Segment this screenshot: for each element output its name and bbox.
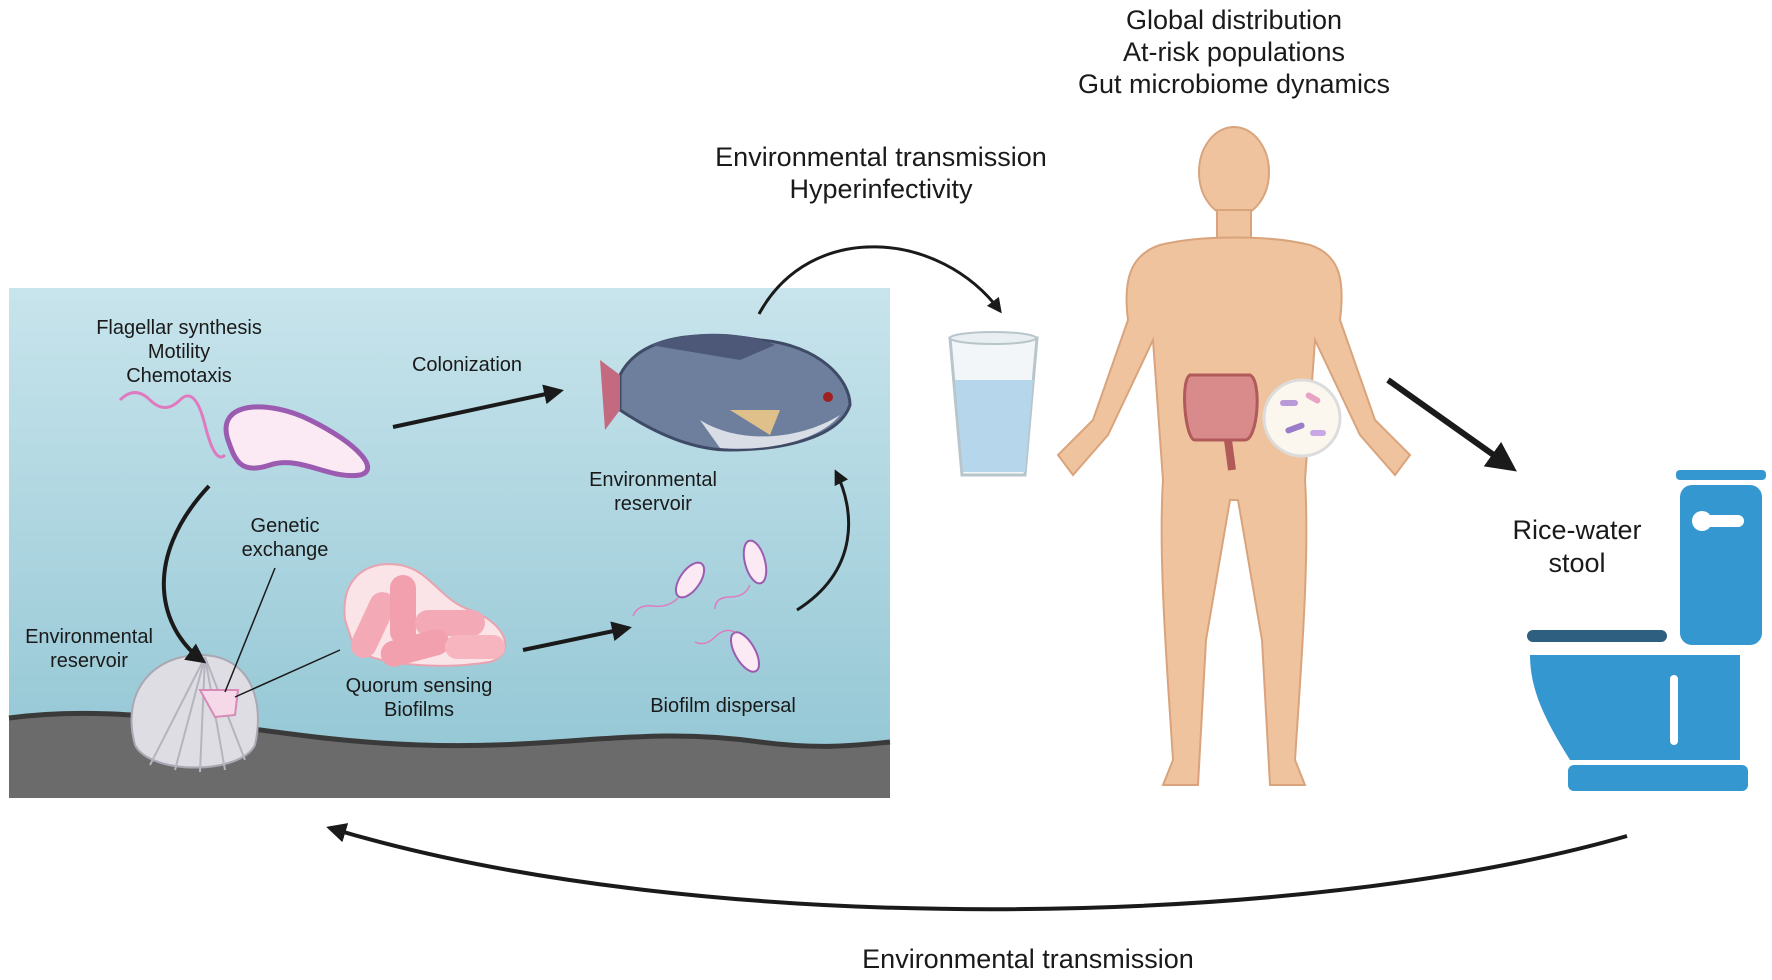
label-colonization: Colonization <box>412 354 522 376</box>
human-body-icon <box>1056 126 1412 786</box>
label-rice-water: Rice-water <box>1512 515 1641 545</box>
label-exchange: exchange <box>242 539 329 561</box>
biofilm-icon <box>343 563 507 667</box>
arrow-to-shell <box>162 484 211 664</box>
label-biofilms: Biofilms <box>384 699 454 721</box>
arrow-to-dispersal <box>522 621 632 652</box>
arrow-to-fish <box>796 469 851 612</box>
label-gut-microbiome: Gut microbiome dynamics <box>1078 69 1390 99</box>
label-shell-reservoir-2: reservoir <box>50 650 128 672</box>
label-env-transmission-top: Environmental transmission <box>715 142 1047 172</box>
fish-icon <box>600 333 852 452</box>
arrow-colonization <box>392 384 564 429</box>
microbiome-magnifier-icon <box>1262 378 1342 458</box>
label-shell-reservoir-1: Environmental <box>25 626 153 648</box>
label-at-risk: At-risk populations <box>1123 37 1345 67</box>
label-env-transmission-bottom: Environmental transmission <box>862 944 1194 974</box>
label-genetic: Genetic <box>251 515 320 537</box>
label-fish-reservoir-1: Environmental <box>589 469 717 491</box>
label-dispersal: Biofilm dispersal <box>650 695 796 717</box>
label-fish-reservoir-2: reservoir <box>614 493 692 515</box>
label-global-distribution: Global distribution <box>1126 5 1342 35</box>
water-glass-icon <box>948 331 1039 477</box>
label-quorum: Quorum sensing <box>346 675 493 697</box>
intestine-icon <box>1183 373 1259 471</box>
dispersed-bacteria-icon <box>632 539 768 673</box>
label-hyperinfectivity: Hyperinfectivity <box>789 174 973 204</box>
host-factors-labels: Global distribution At-risk populations … <box>1078 5 1390 99</box>
vibrio-bacterium-icon <box>118 391 371 479</box>
arrow-return <box>326 823 1628 912</box>
label-flagellar: Flagellar synthesis <box>96 317 262 339</box>
label-chemotaxis: Chemotaxis <box>126 365 232 387</box>
lifecycle-arrows <box>162 245 1628 912</box>
arrow-to-glass <box>757 245 1002 315</box>
toilet-icon <box>1527 470 1766 791</box>
label-motility: Motility <box>148 341 210 363</box>
shell-icon <box>130 653 259 773</box>
label-stool: stool <box>1548 548 1605 578</box>
arrow-to-toilet <box>1386 377 1517 472</box>
